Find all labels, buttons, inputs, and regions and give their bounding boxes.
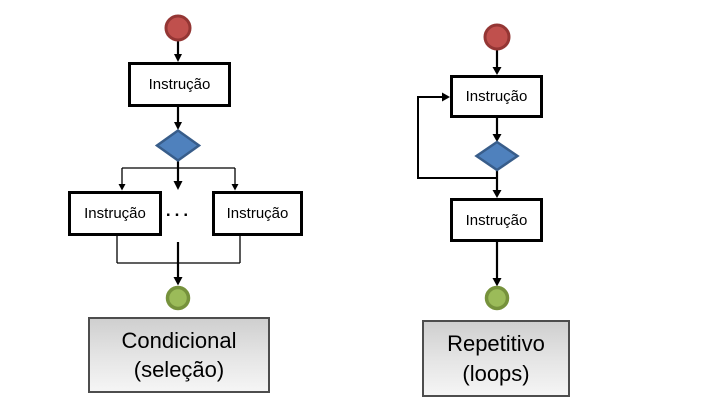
right-top-instruction-box: Instrução — [450, 75, 543, 118]
right-start-circle — [483, 23, 511, 51]
right-start-arrow — [492, 49, 502, 75]
right-box-to-diamond-arrow — [492, 118, 502, 142]
left-caption-box: Condicional (seleção) — [88, 317, 270, 393]
left-end-circle — [165, 285, 191, 311]
left-box-to-diamond-arrow — [174, 107, 182, 130]
right-loop-back-arrow — [417, 92, 497, 179]
left-decision-diamond — [154, 128, 202, 163]
left-branch-left-instruction-box: Instrução — [68, 191, 162, 236]
left-start-circle — [164, 14, 192, 42]
left-branch-lines — [118, 167, 239, 191]
right-end-arrow — [492, 242, 502, 287]
left-caption-line1: Condicional — [121, 327, 237, 353]
left-diamond-center-arrow — [173, 160, 183, 190]
left-caption-line2: (seleção) — [133, 357, 225, 382]
left-start-arrow — [174, 40, 182, 62]
right-caption-box: Repetitivo (loops) — [422, 320, 570, 397]
right-body-instruction-box: Instrução — [450, 198, 543, 242]
left-top-instruction-box: Instrução — [128, 62, 231, 107]
left-branch-right-instruction-box: Instrução — [212, 191, 303, 236]
right-caption-line2: (loops) — [462, 360, 530, 386]
right-caption-line1: Repetitivo — [447, 331, 545, 357]
left-end-arrow — [173, 242, 183, 286]
right-decision-diamond — [474, 140, 520, 172]
right-diamond-to-box-arrow — [492, 170, 502, 198]
right-end-circle — [484, 285, 510, 311]
branch-ellipsis: ... — [165, 201, 193, 220]
